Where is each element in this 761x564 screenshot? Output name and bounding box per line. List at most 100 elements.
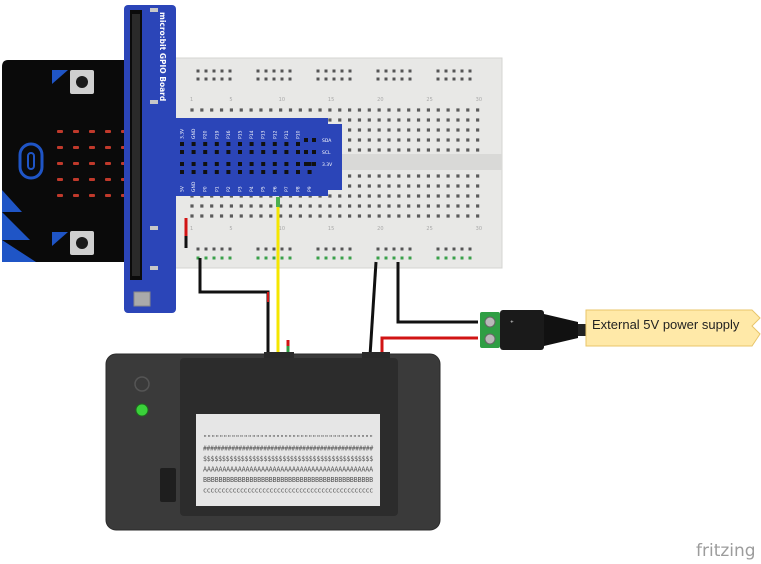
breadboard-hole bbox=[456, 214, 460, 218]
rail-hole bbox=[400, 256, 404, 260]
breadboard-hole bbox=[338, 194, 342, 198]
rail-hole bbox=[444, 69, 448, 73]
gpio-pin-top bbox=[296, 142, 300, 146]
breadboard-hole bbox=[338, 108, 342, 112]
paper-line: AAAAAAAAAAAAAAAAAAAAAAAAAAAAAAAAAAAAAAAA… bbox=[203, 465, 374, 474]
breadboard-hole bbox=[397, 148, 401, 152]
gpio-pin-right bbox=[304, 162, 308, 166]
breadboard-hole bbox=[239, 204, 243, 208]
breadboard-hole bbox=[426, 138, 430, 142]
led bbox=[73, 130, 79, 133]
gpio-pin-label-bottom: P0 bbox=[203, 186, 209, 192]
rail-hole bbox=[272, 247, 276, 251]
rail-hole bbox=[460, 247, 464, 251]
breadboard-hole bbox=[397, 174, 401, 178]
breadboard-hole bbox=[446, 138, 450, 142]
breadboard-hole bbox=[446, 118, 450, 122]
rail-hole bbox=[212, 69, 216, 73]
rail-hole bbox=[228, 77, 232, 81]
rail-hole bbox=[288, 69, 292, 73]
button-b-cap bbox=[76, 237, 88, 249]
rail-hole bbox=[212, 77, 216, 81]
rail-hole bbox=[436, 69, 440, 73]
rail-hole bbox=[332, 77, 336, 81]
breadboard-hole bbox=[466, 204, 470, 208]
gpio-pin-top bbox=[226, 142, 231, 146]
rail-hole bbox=[204, 69, 208, 73]
rail-hole bbox=[444, 77, 448, 81]
paper-line: """"""""""""""""""""""""""""""""""""""""… bbox=[203, 433, 373, 442]
breadboard-hole bbox=[397, 118, 401, 122]
rail-hole bbox=[204, 256, 208, 260]
breadboard-hole bbox=[288, 108, 293, 112]
rail-hole bbox=[452, 247, 456, 251]
breadboard-hole bbox=[328, 194, 332, 198]
gpio-pin-bottom bbox=[307, 162, 312, 166]
gpio-pin-label-bottom: P8 bbox=[296, 186, 302, 192]
breadboard-hole bbox=[476, 148, 480, 152]
breadboard-hole bbox=[466, 128, 470, 132]
gpio-pin-bottom bbox=[249, 162, 254, 166]
gpio-pin-top bbox=[226, 150, 231, 154]
logo-touch-pad[interactable] bbox=[18, 142, 44, 180]
gpio-header-pins bbox=[180, 138, 316, 174]
rail-hole bbox=[256, 256, 260, 260]
breadboard-hole bbox=[249, 204, 253, 208]
breadboard-hole bbox=[387, 174, 391, 178]
breadboard-hole bbox=[348, 204, 352, 208]
breadboard-hole bbox=[436, 148, 440, 152]
rail-hole bbox=[280, 247, 284, 251]
breadboard-number-bottom: 25 bbox=[426, 226, 432, 232]
rail-hole bbox=[408, 247, 412, 251]
breadboard-number-top: 15 bbox=[328, 97, 334, 103]
breadboard-hole bbox=[436, 174, 440, 178]
fritzing-watermark: fritzing bbox=[696, 541, 756, 561]
gpio-pin-bottom bbox=[191, 170, 196, 174]
led bbox=[89, 178, 95, 181]
rail-hole bbox=[264, 247, 268, 251]
breadboard-number-bottom: 5 bbox=[229, 226, 232, 232]
wires bbox=[184, 197, 478, 357]
breadboard-hole bbox=[377, 214, 381, 218]
dc-barrel-jack: + bbox=[480, 310, 586, 350]
rail-hole bbox=[436, 77, 440, 81]
rail-hole bbox=[348, 69, 352, 73]
rail-hole bbox=[392, 77, 396, 81]
microbit-corner-accent-3 bbox=[2, 240, 36, 262]
breadboard-hole bbox=[348, 128, 352, 132]
breadboard-hole bbox=[328, 118, 332, 122]
breadboard-hole bbox=[476, 108, 480, 112]
rail-hole bbox=[392, 69, 396, 73]
microbit bbox=[2, 60, 136, 262]
breadboard-hole bbox=[476, 184, 480, 188]
breadboard-number-top: 25 bbox=[426, 97, 432, 103]
rail-hole bbox=[468, 256, 472, 260]
paper-line: BBBBBBBBBBBBBBBBBBBBBBBBBBBBBBBBBBBBBBBB… bbox=[203, 475, 373, 484]
breadboard-hole bbox=[229, 204, 233, 208]
rail-hole bbox=[376, 69, 380, 73]
logo-touch-pad-inner bbox=[27, 152, 35, 170]
breadboard-hole bbox=[416, 214, 421, 218]
printer-feed-lever[interactable] bbox=[160, 468, 176, 502]
printer-power-button[interactable] bbox=[134, 376, 150, 392]
rail-hole bbox=[324, 77, 328, 81]
breadboard-hole bbox=[249, 108, 253, 112]
gpio-pin-label-bottom: P6 bbox=[272, 186, 278, 192]
gpio-pin-top bbox=[261, 142, 266, 146]
gpio-pin-bottom bbox=[272, 170, 277, 174]
rail-hole bbox=[220, 77, 224, 81]
breadboard-hole bbox=[367, 148, 371, 152]
breadboard-hole bbox=[288, 214, 293, 218]
breadboard-hole bbox=[328, 108, 332, 112]
breadboard-hole bbox=[456, 138, 460, 142]
gpio-pin-top bbox=[261, 150, 266, 154]
led bbox=[57, 178, 63, 181]
rail-hole bbox=[468, 77, 472, 81]
rail-hole bbox=[204, 247, 208, 251]
gpio-pin-bottom bbox=[214, 162, 219, 166]
breadboard-hole bbox=[476, 194, 480, 198]
breadboard-hole bbox=[367, 174, 371, 178]
